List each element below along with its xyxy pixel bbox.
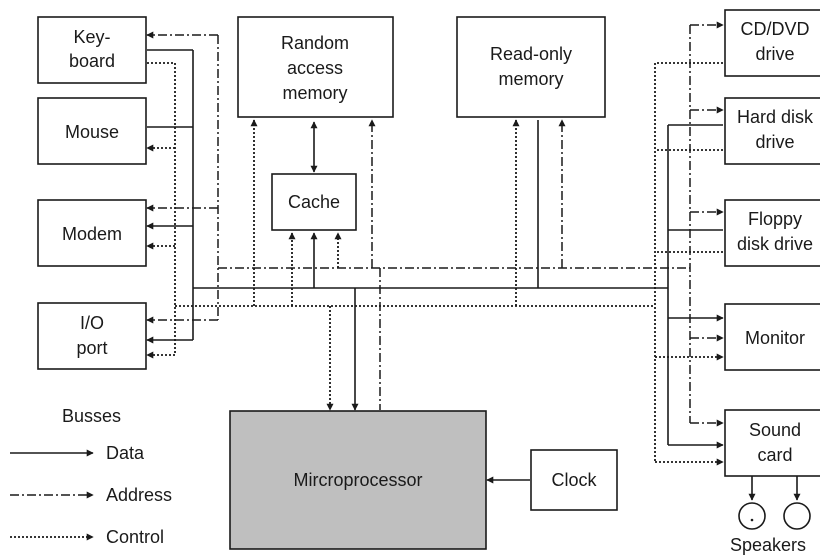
rom-box: Read-only memory (456, 16, 606, 118)
legend-control-label: Control (106, 527, 164, 547)
floppy-label-1: Floppy (748, 209, 802, 229)
ram-box: Random access memory (237, 16, 394, 118)
floppy-box: Floppy disk drive (724, 199, 820, 267)
sound-card-label-1: Sound (749, 420, 801, 440)
hard-disk-label-2: drive (755, 132, 794, 152)
modem-label: Modem (62, 224, 122, 244)
legend-address-label: Address (106, 485, 172, 505)
ram-label-2: access (287, 58, 343, 78)
cd-dvd-box: CD/DVD drive (724, 9, 820, 77)
monitor-box: Monitor (724, 303, 820, 371)
sound-card-label-2: card (757, 445, 792, 465)
speakers-label: Speakers (730, 535, 806, 555)
floppy-label-2: disk drive (737, 234, 813, 254)
speaker-left-icon (738, 502, 766, 530)
rom-label-2: memory (498, 69, 563, 89)
keyboard-label-2: board (69, 51, 115, 71)
hard-disk-box: Hard disk drive (724, 97, 820, 165)
legend-data-label: Data (106, 443, 145, 463)
io-port-label-1: I/O (80, 313, 104, 333)
cd-dvd-label-2: drive (755, 44, 794, 64)
io-port-label-2: port (76, 338, 107, 358)
legend: Busses Data Address Control (10, 406, 172, 547)
io-port-box: I/O port (37, 302, 147, 370)
speaker-left-dot (750, 518, 754, 522)
speaker-right-icon (783, 502, 811, 530)
mouse-box: Mouse (37, 97, 147, 165)
keyboard-label-1: Key- (73, 27, 110, 47)
monitor-label: Monitor (745, 328, 805, 348)
modem-box: Modem (37, 199, 147, 267)
hard-disk-label-1: Hard disk (737, 107, 814, 127)
speakers: Speakers (730, 502, 811, 555)
clock-label: Clock (551, 470, 597, 490)
cache-label: Cache (288, 192, 340, 212)
mouse-label: Mouse (65, 122, 119, 142)
legend-title: Busses (62, 406, 121, 426)
sound-card-box: Sound card (724, 409, 820, 477)
cd-dvd-label-1: CD/DVD (740, 19, 809, 39)
bus-lines (146, 21, 801, 501)
ram-label-1: Random (281, 33, 349, 53)
ram-label-3: memory (282, 83, 347, 103)
microprocessor-label: Mircroprocessor (293, 470, 422, 490)
clock-box: Clock (530, 449, 618, 511)
cache-box: Cache (271, 173, 357, 231)
rom-label-1: Read-only (490, 44, 572, 64)
microprocessor-box: Mircroprocessor (229, 410, 487, 550)
keyboard-box: Key- board (37, 16, 147, 84)
